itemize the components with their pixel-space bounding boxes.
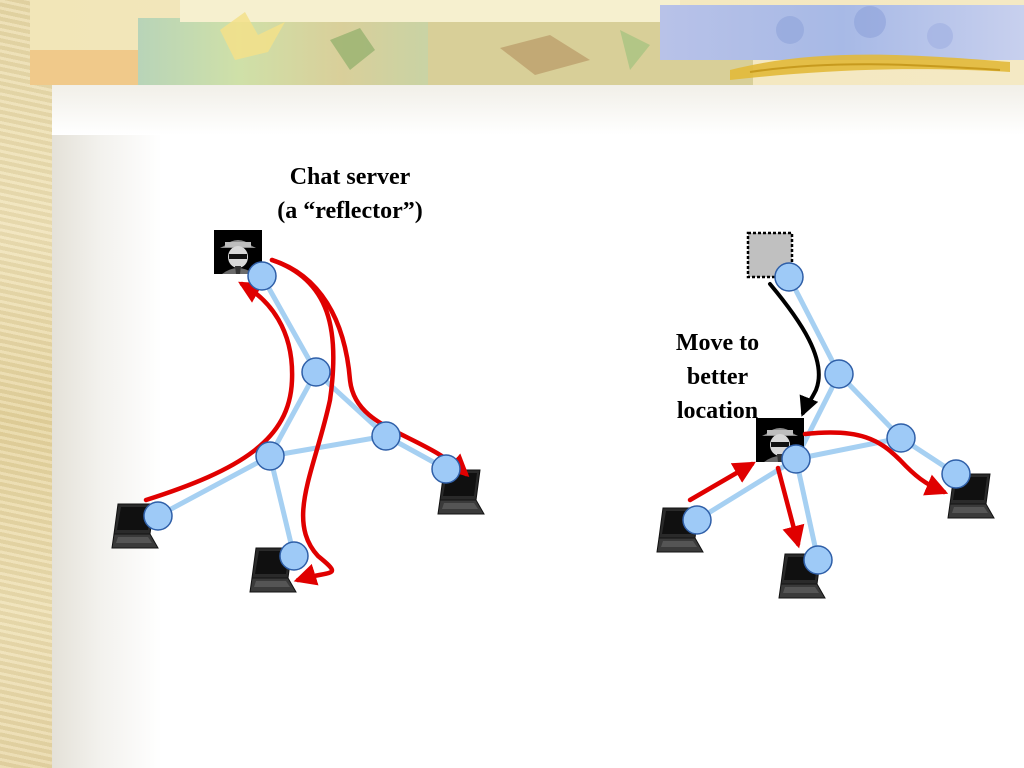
header-banner — [30, 0, 1024, 85]
router-node-icon — [781, 444, 811, 474]
router-node-icon — [941, 459, 971, 489]
router-node-icon — [279, 541, 309, 571]
right-router-nodes — [682, 262, 971, 575]
router-node-icon — [824, 359, 854, 389]
move-location-label: Move to better location — [675, 330, 760, 424]
router-node-icon — [774, 262, 804, 292]
router-node-icon — [371, 421, 401, 451]
router-node-icon — [431, 454, 461, 484]
left-network-links — [155, 273, 449, 559]
router-node-icon — [682, 505, 712, 535]
router-node-icon — [143, 501, 173, 531]
left-router-nodes — [143, 261, 461, 571]
chat-server-label: Chat server (a “reflector”) — [277, 164, 423, 224]
header-banner-art — [30, 0, 1024, 85]
router-node-icon — [886, 423, 916, 453]
left-texture-strip — [0, 0, 52, 768]
router-node-icon — [247, 261, 277, 291]
router-node-icon — [803, 545, 833, 575]
move-arrow — [768, 282, 821, 417]
right-flow-arrows — [687, 430, 949, 549]
header-gradient-fade — [52, 85, 1024, 135]
router-node-icon — [255, 441, 285, 471]
left-gradient-fade — [52, 85, 162, 768]
router-node-icon — [301, 357, 331, 387]
left-flow-arrows — [143, 257, 470, 586]
